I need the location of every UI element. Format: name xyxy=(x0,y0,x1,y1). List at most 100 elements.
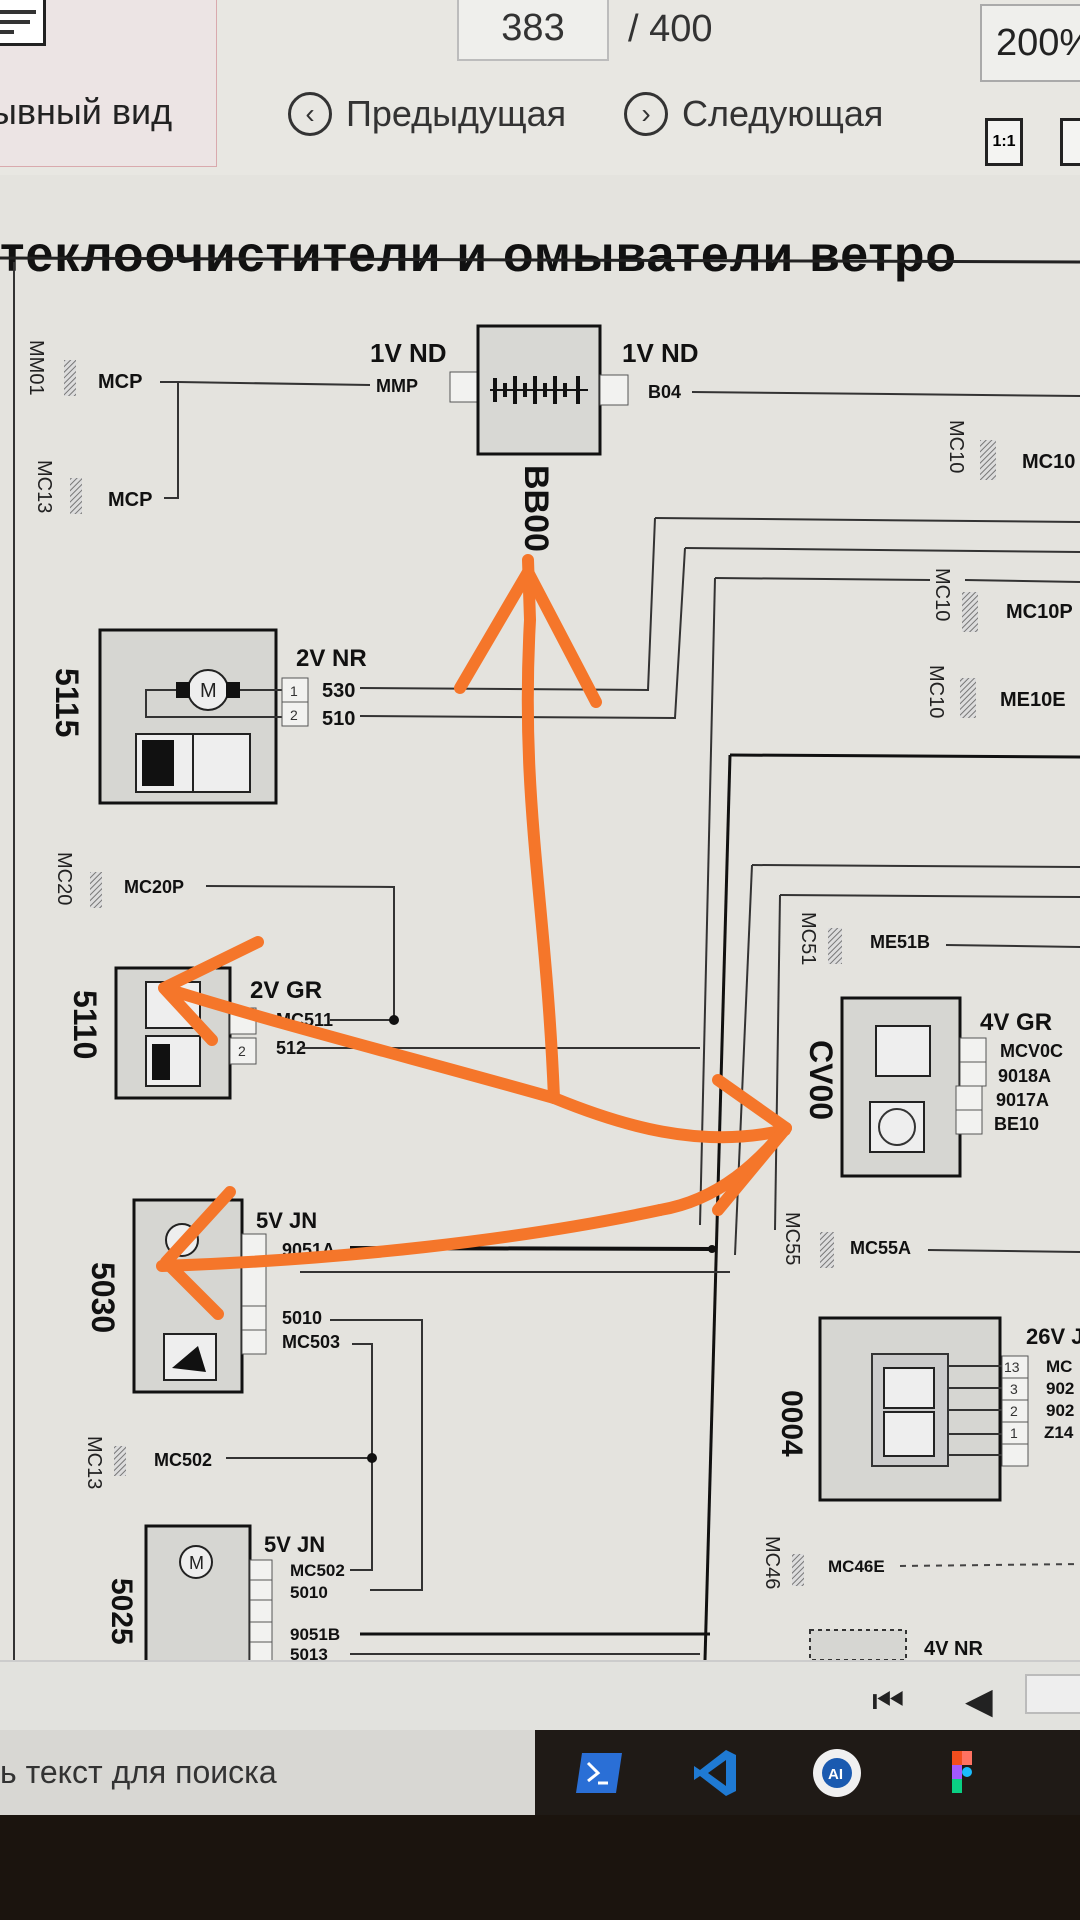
svg-text:3: 3 xyxy=(1010,1381,1018,1397)
wire-label: ME51B xyxy=(870,932,930,952)
wire-label: MMP xyxy=(376,376,418,396)
fit-page-button[interactable] xyxy=(1060,118,1080,166)
ground-mc10-c: MC10 ME10E xyxy=(925,665,1066,718)
taskbar-search-input[interactable]: ь текст для поиска xyxy=(0,1730,535,1815)
document-title: теклоочистители и омыватели ветро xyxy=(0,226,957,282)
arrowhead-5030 xyxy=(160,1186,236,1320)
wire-label: MCP xyxy=(98,371,142,393)
connector-label: 4V GR xyxy=(980,1009,1052,1036)
wire-label: MC20P xyxy=(124,877,184,897)
arrow-to-5110 xyxy=(164,984,560,1104)
svg-text:2: 2 xyxy=(1010,1403,1018,1419)
svg-text:1: 1 xyxy=(1010,1425,1018,1441)
svg-text:M: M xyxy=(200,680,217,702)
ground-mm01: MM01 MCP xyxy=(25,340,142,396)
ground-mc46: MC46 MC46E xyxy=(761,1536,1080,1589)
connector-label: 1V ND xyxy=(370,338,447,368)
page-field[interactable] xyxy=(1025,1674,1080,1714)
svg-text:13: 13 xyxy=(1004,1359,1020,1375)
wire-label: 512 xyxy=(276,1038,306,1058)
ground-mc13-top: MC13 MCP xyxy=(33,460,152,514)
wire-label: MC55A xyxy=(850,1238,911,1258)
ground-mc51: MC51 ME51B xyxy=(797,912,1080,965)
wire-label: MC xyxy=(1046,1357,1072,1376)
next-label: Следующая xyxy=(682,93,884,134)
wire-label: Z14 xyxy=(1044,1423,1074,1442)
wiring-diagram: MM01 MCP MC13 MCP 1V ND MMP 1V N xyxy=(0,256,1080,1670)
component-label: 5030 xyxy=(85,1262,121,1333)
annotation-arrows xyxy=(156,554,792,1320)
page-nav-bar: ⏮ ◀ xyxy=(0,1660,1080,1740)
previous-label: Предыдущая xyxy=(346,93,567,134)
ground-label: MC46 xyxy=(761,1536,783,1589)
ground-label: MC51 xyxy=(797,912,819,965)
wire-label: MC46E xyxy=(828,1557,885,1576)
connector-label: 26V J xyxy=(1026,1324,1080,1349)
zoom-level-input[interactable]: 200% xyxy=(980,4,1080,82)
frame-top xyxy=(0,256,1080,264)
ground-mc20: MC20 MC20P xyxy=(53,852,184,908)
ground-mc55: MC55 MC55A xyxy=(781,1212,1080,1268)
ground-mc13-bottom: MC13 MC502 xyxy=(83,1436,212,1489)
component-label: 5115 xyxy=(49,668,85,737)
previous-page-button[interactable]: ‹ Предыдущая xyxy=(288,92,566,136)
arrow-to-cv00 xyxy=(548,1092,791,1144)
component-0004: 13 3 2 1 26V J MC 902 902 Z14 0004 xyxy=(775,1316,1080,1502)
component-cv00: 4V GR MCV0C 9018A 9017A BE10 CV00 xyxy=(803,996,1063,1178)
toolbar: ывный вид 383 / 400 ‹ Предыдущая › Следу… xyxy=(0,0,1080,175)
component-5030: 5V JN 9051A 5010 MC503 5030 xyxy=(85,1198,340,1394)
ground-label: MC13 xyxy=(83,1436,105,1489)
figma-icon[interactable] xyxy=(935,1746,989,1800)
wire-label: BE10 xyxy=(994,1114,1039,1134)
arrowhead-5110 xyxy=(158,936,264,1046)
actual-size-button[interactable]: 1:1 xyxy=(985,118,1023,166)
connector-4v-nr: 4V NR xyxy=(809,1629,983,1661)
connector-label: 1V ND xyxy=(622,338,699,368)
first-page-icon[interactable]: ⏮ xyxy=(872,1680,905,1721)
connector-label: 5V JN xyxy=(264,1532,325,1557)
menu-icon xyxy=(0,0,46,46)
wire-label: MC502 xyxy=(290,1561,345,1580)
chevron-right-icon: › xyxy=(624,92,668,136)
connector-label: 5V JN xyxy=(256,1208,317,1233)
ai-app-icon[interactable]: AI xyxy=(810,1746,864,1800)
page-total: / 400 xyxy=(628,8,713,50)
vscode-icon[interactable] xyxy=(688,1746,742,1800)
component-bb00: 1V ND MMP 1V ND B04 BB00 xyxy=(370,324,1080,552)
powershell-icon[interactable] xyxy=(572,1746,626,1800)
connector-label: 2V NR xyxy=(296,645,367,672)
component-label: 0004 xyxy=(775,1390,808,1457)
component-5115: M 1 2 2V NR 530 510 5115 xyxy=(49,628,367,805)
wire-label: 5013 xyxy=(290,1645,328,1664)
ground-label: MM01 xyxy=(25,340,47,396)
connector-label: 4V NR xyxy=(924,1638,983,1660)
wire-label: 9051B xyxy=(290,1625,340,1644)
wire-label: 510 xyxy=(322,708,355,730)
ground-label: MC20 xyxy=(53,852,75,905)
wire-label: 9017A xyxy=(996,1090,1049,1110)
ground-label: MC13 xyxy=(33,460,55,513)
wire-label: 902 xyxy=(1046,1401,1074,1420)
ground-mc10-a: MC10 MC10 xyxy=(945,420,1075,480)
view-mode-button[interactable]: ывный вид xyxy=(0,0,217,167)
wire-label: MCV0C xyxy=(1000,1041,1063,1061)
component-label: CV00 xyxy=(803,1040,839,1120)
chevron-left-icon: ‹ xyxy=(288,92,332,136)
previous-page-icon[interactable]: ◀ xyxy=(965,1680,993,1721)
ground-label: MC10 xyxy=(925,665,947,718)
arrow-to-5030 xyxy=(156,1204,666,1272)
next-page-button[interactable]: › Следующая xyxy=(624,92,883,136)
wire-label: 902 xyxy=(1046,1379,1074,1398)
svg-text:1: 1 xyxy=(290,683,298,699)
wire-label: 9018A xyxy=(998,1066,1051,1086)
svg-text:2: 2 xyxy=(238,1043,246,1059)
page-number-input[interactable]: 383 xyxy=(457,0,609,61)
svg-text:M: M xyxy=(189,1553,204,1573)
ground-label: MC10 xyxy=(945,420,967,473)
ground-mc10-b: MC10 MC10P xyxy=(931,568,1073,632)
ground-label: MC55 xyxy=(781,1212,803,1265)
ground-label: MC10 xyxy=(931,568,953,621)
component-label: 5025 xyxy=(105,1578,138,1645)
wire-label: 5010 xyxy=(290,1583,328,1602)
view-mode-label: ывный вид xyxy=(0,91,173,132)
